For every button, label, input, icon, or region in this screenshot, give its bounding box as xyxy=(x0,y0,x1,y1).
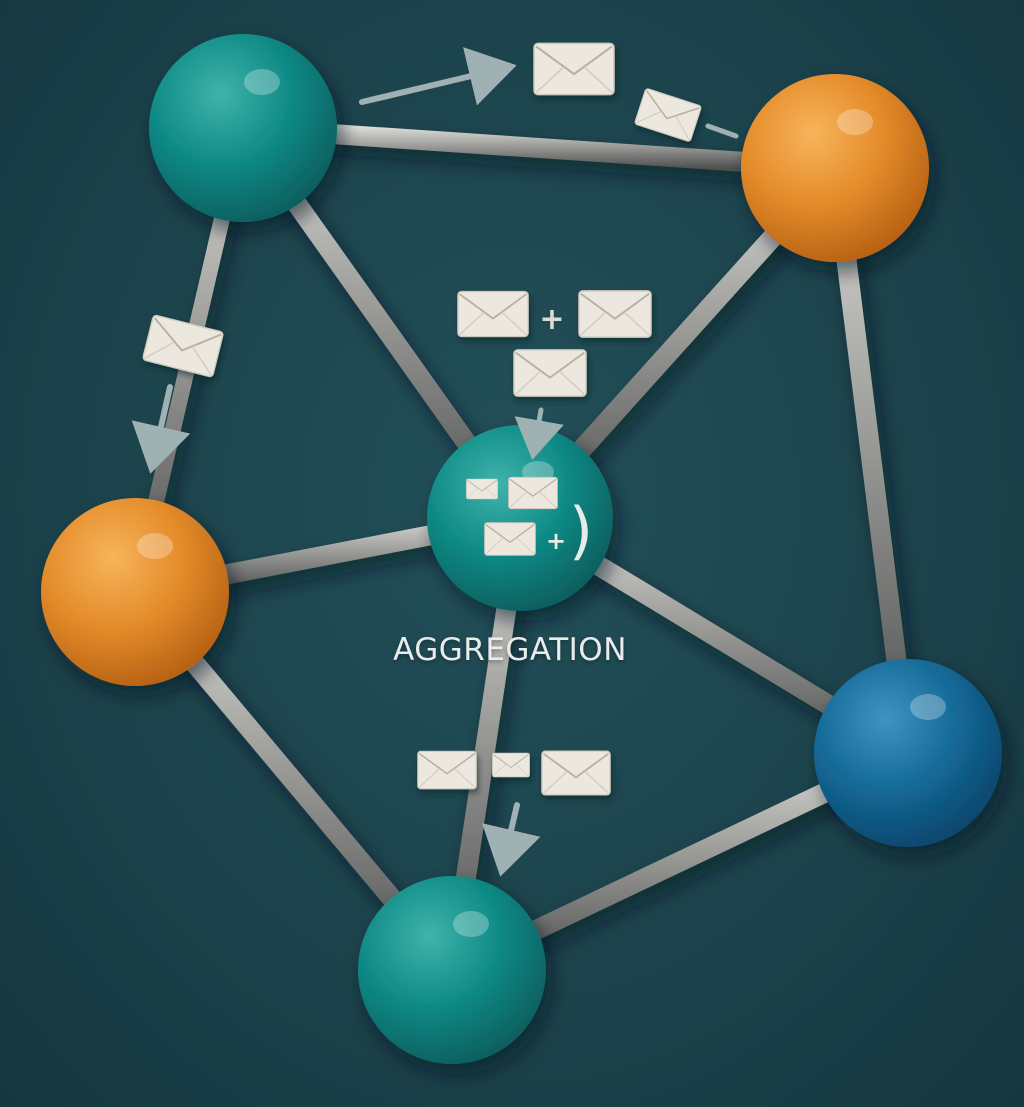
node-right xyxy=(814,659,1002,847)
aggregation-label: AGGREGATION xyxy=(393,632,627,668)
dash-connector xyxy=(705,123,739,139)
arrow-icon xyxy=(359,47,517,106)
node-top-right xyxy=(741,74,929,262)
edge-top-right-right xyxy=(825,158,918,763)
envelope-icon xyxy=(578,289,652,339)
node-left xyxy=(41,498,229,686)
envelope-icon xyxy=(508,476,558,510)
envelope-icon xyxy=(484,522,536,556)
envelope-icon xyxy=(541,750,611,796)
nodes xyxy=(41,34,1002,1064)
plus-icon: + xyxy=(539,302,564,337)
envelope-icon xyxy=(633,87,703,143)
envelope-icon xyxy=(513,348,587,398)
node-bottom xyxy=(358,876,546,1064)
node-top-left xyxy=(149,34,337,222)
incoming-messages: + xyxy=(457,289,652,460)
envelope-icon xyxy=(417,750,477,790)
envelope-icon xyxy=(141,313,225,379)
outgoing-messages xyxy=(417,750,611,877)
envelope-icon xyxy=(466,478,498,500)
arrow-icon xyxy=(131,384,191,474)
message-flow-left xyxy=(131,313,225,474)
arrow-icon xyxy=(481,802,541,877)
message-flow-top xyxy=(359,42,739,143)
aggregation-contents: + ) xyxy=(466,476,593,567)
bracket-icon: ) xyxy=(569,494,593,567)
envelope-icon xyxy=(533,42,615,96)
plus-icon: + xyxy=(546,527,566,555)
node-center xyxy=(427,425,613,611)
envelope-icon xyxy=(492,752,530,778)
envelope-icon xyxy=(457,290,529,338)
arrow-icon xyxy=(514,407,564,460)
edge-top-left-top-right xyxy=(233,118,845,178)
